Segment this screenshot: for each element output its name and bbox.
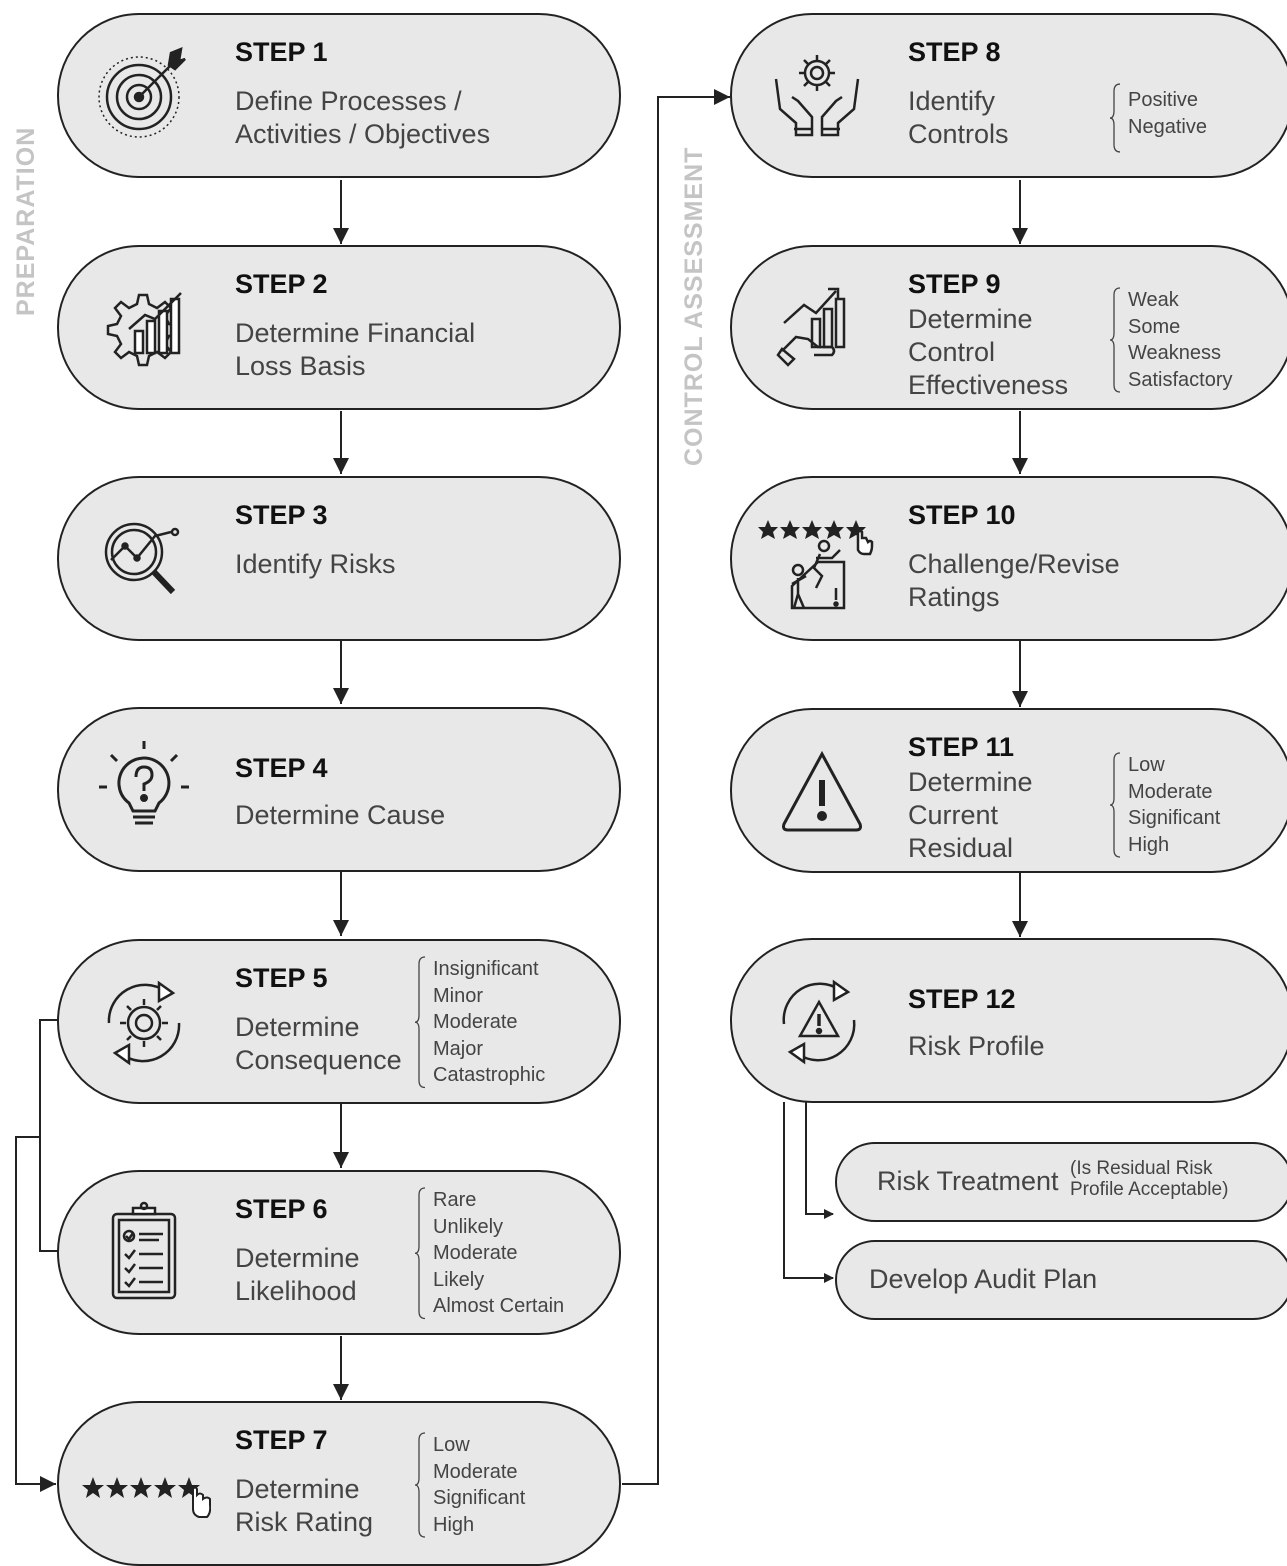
- step-description: Define Processes / Activities / Objectiv…: [235, 86, 491, 149]
- likelihood-options: Rare Unlikely Moderate Likely Almost Cer…: [415, 1187, 564, 1320]
- gear-cycle-icon: [89, 965, 199, 1075]
- step-title: STEP 11: [908, 732, 1015, 762]
- option-item: Significant: [1128, 807, 1221, 829]
- option-item: High: [433, 1513, 475, 1536]
- hands-gear-icon: [762, 39, 872, 149]
- step-description: Determine Control Effectiveness: [908, 304, 1069, 400]
- option-item: Unlikely: [433, 1215, 504, 1238]
- option-item: Insignificant: [433, 958, 539, 980]
- step-title: STEP 7: [235, 1425, 328, 1455]
- step-2-card: STEP 2 Determine Financial Loss Basis: [57, 245, 621, 410]
- warning-cycle-icon: [762, 964, 872, 1074]
- step-title: STEP 12: [908, 984, 1016, 1014]
- audit-plan-label: Develop Audit Plan: [869, 1264, 1098, 1294]
- brace-icon: [415, 1432, 426, 1538]
- option-item: High: [1128, 833, 1170, 856]
- step-description: Challenge/Revise Ratings: [908, 549, 1120, 612]
- step-description: Determine Current Residual: [908, 767, 1033, 863]
- option-item: Catastrophic: [433, 1064, 546, 1086]
- option-item: Moderate: [433, 1460, 518, 1483]
- control-assessment-label: CONTROL ASSESSMENT: [680, 146, 708, 466]
- step-description: Determine Cause: [235, 800, 446, 830]
- step-description: Determine Consequence: [235, 1012, 402, 1075]
- step-11-card: STEP 11 Determine Current Residual Low M…: [730, 708, 1287, 873]
- step-title: STEP 3: [235, 500, 328, 530]
- effectiveness-options: Weak Some Weakness Satisfactory: [1110, 287, 1232, 393]
- step-description: Determine Risk Rating: [235, 1474, 374, 1537]
- risk-treatment-label: Risk Treatment: [877, 1166, 1059, 1196]
- brace-icon: [1110, 287, 1121, 393]
- step-12-card: STEP 12 Risk Profile: [730, 938, 1287, 1103]
- brace-icon: [1110, 752, 1121, 858]
- audit-plan-box: Develop Audit Plan: [835, 1240, 1287, 1320]
- step-description: Risk Profile: [908, 1031, 1045, 1061]
- brace-icon: [415, 956, 426, 1089]
- step-title: STEP 1: [235, 37, 328, 67]
- step-title: STEP 8: [908, 37, 1001, 67]
- arrow-step12-audit-plan: [783, 1102, 834, 1283]
- step-4-card: STEP 4 Determine Cause: [57, 707, 621, 872]
- brace-icon: [1110, 83, 1121, 153]
- step-title: STEP 9: [908, 269, 1001, 299]
- option-item: Rare: [433, 1189, 477, 1211]
- option-item: Positive: [1128, 89, 1199, 111]
- step-8-card: STEP 8 Identify Controls Positive Negati…: [730, 13, 1287, 178]
- option-item: Low: [433, 1434, 470, 1456]
- option-item: Negative: [1128, 115, 1207, 138]
- preparation-label: PREPARATION: [12, 126, 40, 316]
- step-title: STEP 10: [908, 500, 1016, 530]
- option-item: Minor: [433, 984, 484, 1007]
- clipboard-checklist-icon: [89, 1196, 199, 1306]
- option-item: Moderate: [1128, 780, 1213, 803]
- option-item: Weak: [1128, 289, 1179, 311]
- option-item: Satisfactory: [1128, 368, 1233, 391]
- star-rating-icon: [81, 1433, 212, 1543]
- step-9-card: STEP 9 Determine Control Effectiveness W…: [730, 245, 1287, 410]
- step-description: Determine Financial Loss Basis: [235, 318, 476, 381]
- option-item: Major: [433, 1037, 484, 1060]
- option-item: Significant: [433, 1487, 526, 1509]
- controls-options: Positive Negative: [1110, 83, 1207, 153]
- risk-treatment-note: (Is Residual Risk Profile Acceptable): [1070, 1158, 1229, 1200]
- target-icon: [89, 39, 199, 149]
- step-7-card: STEP 7 Determine Risk Rating Low Moderat…: [57, 1401, 621, 1566]
- option-item: Some: [1128, 315, 1181, 338]
- hand-growth-chart-icon: [762, 271, 872, 381]
- step-5-card: STEP 5 Determine Consequence Insignifica…: [57, 939, 621, 1104]
- residual-options: Low Moderate Significant High: [1110, 752, 1220, 858]
- step-description: Identify Controls: [908, 86, 1009, 149]
- step-1-card: STEP 1 Define Processes / Activities / O…: [57, 13, 621, 178]
- option-item: Moderate: [433, 1011, 518, 1033]
- magnifier-chart-icon: [89, 502, 199, 612]
- step-title: STEP 4: [235, 753, 328, 783]
- option-item: Weakness: [1128, 342, 1222, 364]
- step-6-card: STEP 6 Determine Likelihood Rare Unlikel…: [57, 1170, 621, 1335]
- option-item: Low: [1128, 754, 1165, 776]
- step-10-card: STEP 10 Challenge/Revise Ratings: [730, 476, 1287, 641]
- gear-chart-icon: [89, 271, 199, 381]
- option-item: Moderate: [433, 1242, 518, 1264]
- arrow-step12-risk-treatment: [805, 1102, 834, 1219]
- option-item: Almost Certain: [433, 1295, 565, 1317]
- step-description: Determine Likelihood: [235, 1243, 360, 1306]
- warning-triangle-icon: [762, 734, 872, 844]
- step-title: STEP 2: [235, 269, 328, 299]
- risk-treatment-box: Risk Treatment (Is Residual Risk Profile…: [835, 1142, 1287, 1222]
- option-item: Likely: [433, 1268, 485, 1291]
- step-title: STEP 5: [235, 963, 328, 993]
- step-title: STEP 6: [235, 1194, 328, 1224]
- rating-climb-icon: [758, 508, 888, 618]
- brace-icon: [415, 1187, 426, 1320]
- arrow-step7-step8: [622, 89, 730, 1485]
- step-3-card: STEP 3 Identify Risks: [57, 476, 621, 641]
- question-bulb-icon: [89, 733, 199, 843]
- arrow-bracket-step7: [15, 1136, 56, 1492]
- step-description: Identify Risks: [235, 549, 396, 579]
- risk-rating-options: Low Moderate Significant High: [415, 1432, 525, 1538]
- consequence-options: Insignificant Minor Moderate Major Catas…: [415, 956, 545, 1089]
- bracket-step5-step6: [39, 1019, 62, 1252]
